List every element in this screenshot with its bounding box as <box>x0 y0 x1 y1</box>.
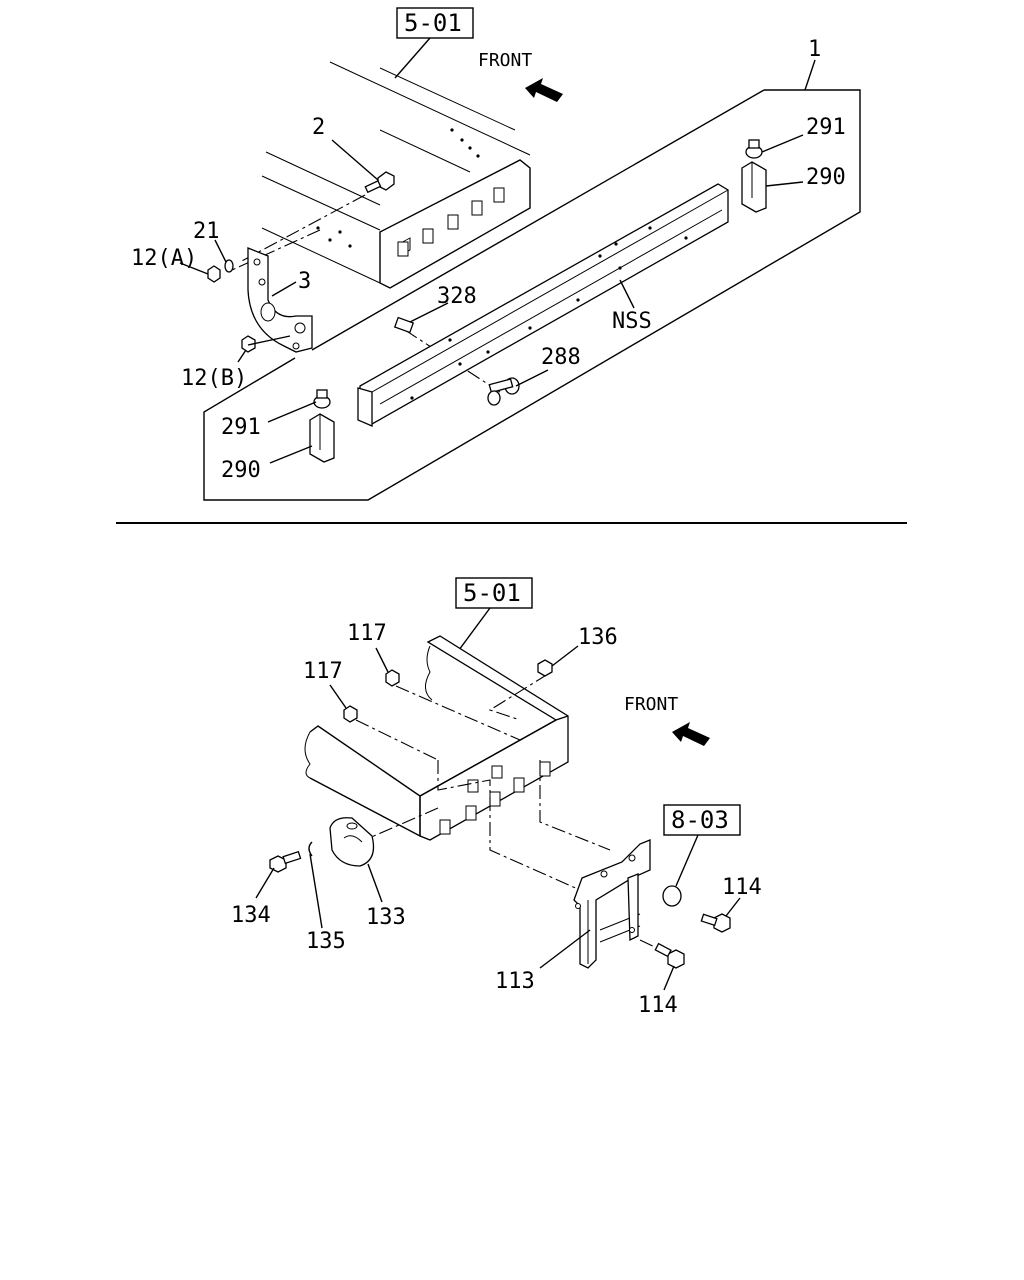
bracket-part-3[interactable] <box>247 247 313 353</box>
label-part-114-b: 114 <box>638 993 678 1018</box>
label-part-3: 3 <box>298 269 311 294</box>
ref-box-label: 8-03 <box>671 806 729 834</box>
nut-part-117-b[interactable] <box>343 705 358 723</box>
label-part-133: 133 <box>366 905 406 930</box>
ref-box-label: 5-01 <box>463 579 521 607</box>
washer-part-135[interactable] <box>308 841 313 857</box>
ref-box-label: 5-01 <box>404 9 462 37</box>
bolt-part-114-a[interactable] <box>700 913 731 933</box>
label-part-12a: 12(A) <box>131 246 197 271</box>
leader-line <box>394 37 431 79</box>
bolt-part-288[interactable] <box>487 377 520 406</box>
label-part-291-left: 291 <box>221 415 261 440</box>
label-part-1: 1 <box>808 37 821 62</box>
label-part-136: 136 <box>578 625 618 650</box>
leader-line <box>675 834 699 887</box>
label-part-12b: 12(B) <box>181 366 247 391</box>
nut-part-12a[interactable] <box>207 265 221 283</box>
label-part-113: 113 <box>495 969 535 994</box>
label-part-21: 21 <box>193 219 220 244</box>
label-part-290-left: 290 <box>221 458 261 483</box>
label-part-114-a: 114 <box>722 875 762 900</box>
clip-part-290-left[interactable] <box>309 413 335 463</box>
front-arrow-icon <box>525 78 563 102</box>
label-part-290-right: 290 <box>806 165 846 190</box>
nut-part-136[interactable] <box>537 659 553 677</box>
cap-part-291-right[interactable] <box>745 139 763 159</box>
label-part-117-a: 117 <box>347 621 387 646</box>
cap-part-8-03[interactable] <box>662 885 682 907</box>
bottom-diagram: 5-01 FRONT <box>231 577 762 1018</box>
label-part-291-right: 291 <box>806 115 846 140</box>
bracket-part-113[interactable] <box>573 839 651 969</box>
leader-lines-top <box>179 59 816 464</box>
assembly-outline <box>203 89 861 501</box>
leader-line <box>455 607 491 655</box>
label-part-328: 328 <box>437 284 477 309</box>
bolt-part-114-b[interactable] <box>654 942 685 969</box>
label-part-134: 134 <box>231 903 271 928</box>
label-part-117-b: 117 <box>303 659 343 684</box>
ref-box-5-01-bottom[interactable]: 5-01 <box>455 577 533 609</box>
frame-rail <box>261 61 531 289</box>
top-diagram: 5-01 FRONT <box>131 7 861 501</box>
label-nss: NSS <box>612 309 652 334</box>
tow-hook-part-133[interactable] <box>329 817 375 867</box>
clip-part-290-right[interactable] <box>741 161 767 213</box>
ref-box-8-03[interactable]: 8-03 <box>663 804 741 836</box>
bolt-part-134[interactable] <box>269 850 302 873</box>
label-part-135: 135 <box>306 929 346 954</box>
nut-part-12b[interactable] <box>241 335 256 353</box>
cap-part-291-left[interactable] <box>313 389 331 409</box>
frame-rail-end <box>304 635 569 841</box>
leader-lines-bottom <box>255 645 741 991</box>
label-part-288: 288 <box>541 345 581 370</box>
nut-part-117-a[interactable] <box>385 669 400 687</box>
ref-box-5-01-top[interactable]: 5-01 <box>396 7 474 39</box>
front-label: FRONT <box>624 694 678 715</box>
bolt-part-2[interactable] <box>364 171 395 194</box>
front-arrow-icon <box>672 722 710 746</box>
stud-part-328[interactable] <box>393 316 415 334</box>
side-step-member-nss[interactable] <box>357 183 729 427</box>
label-part-2: 2 <box>312 115 325 140</box>
washer-part-21[interactable] <box>224 259 234 273</box>
front-label: FRONT <box>478 50 532 71</box>
